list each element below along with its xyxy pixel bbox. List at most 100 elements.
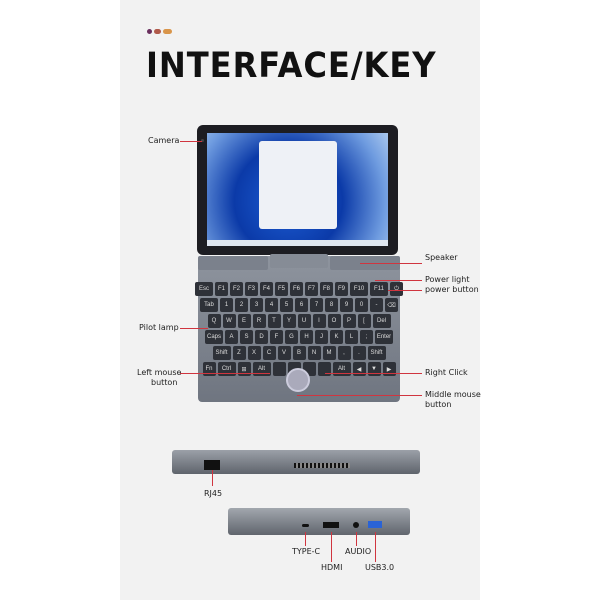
label-type-c: TYPE-C xyxy=(292,547,321,556)
vent xyxy=(294,463,350,468)
key: T xyxy=(267,314,281,328)
key: K xyxy=(330,330,343,344)
key: Z xyxy=(232,346,246,360)
key: Shift xyxy=(212,346,231,360)
laptop-screen xyxy=(197,125,398,255)
key: 0 xyxy=(355,298,368,312)
key: 8 xyxy=(325,298,338,312)
key: Y xyxy=(282,314,296,328)
key: H xyxy=(300,330,313,344)
speaker-left xyxy=(198,256,268,270)
key: - xyxy=(370,298,383,312)
hdmi-port xyxy=(323,522,339,528)
label-power-light: Power light xyxy=(425,275,470,284)
key: F3 xyxy=(245,282,258,296)
key: 5 xyxy=(280,298,293,312)
key: ⌫ xyxy=(385,298,398,312)
key: ⏻ xyxy=(390,282,403,296)
label-speaker: Speaker xyxy=(425,253,458,262)
key: Shift xyxy=(367,346,386,360)
key: F11 xyxy=(370,282,388,296)
key: F1 xyxy=(215,282,228,296)
label-middle-mouse: Middle mouse xyxy=(425,390,481,399)
key: F xyxy=(270,330,283,344)
key xyxy=(317,362,331,376)
key: C xyxy=(262,346,276,360)
label-hdmi: HDMI xyxy=(321,563,343,572)
key xyxy=(272,362,286,376)
label-left-mouse: Left mouse xyxy=(137,368,182,377)
key: M xyxy=(322,346,336,360)
key: Tab xyxy=(200,298,218,312)
key: 1 xyxy=(220,298,233,312)
key: F7 xyxy=(305,282,318,296)
key: Ctrl xyxy=(217,362,236,376)
key: Enter xyxy=(375,330,393,344)
label-audio: AUDIO xyxy=(345,547,372,556)
key: 3 xyxy=(250,298,263,312)
key: ▶ xyxy=(382,362,396,376)
key: ; xyxy=(360,330,373,344)
label-right-click: Right Click xyxy=(425,368,468,377)
key: U xyxy=(297,314,311,328)
key: L xyxy=(345,330,358,344)
key: F4 xyxy=(260,282,273,296)
key: N xyxy=(307,346,321,360)
camera-icon xyxy=(201,139,204,142)
key: F8 xyxy=(320,282,333,296)
key: 9 xyxy=(340,298,353,312)
label-pilot-lamp: Pilot lamp xyxy=(139,323,179,332)
key: Del xyxy=(372,314,391,328)
hinge xyxy=(270,254,328,268)
key: V xyxy=(277,346,291,360)
label-rj45: RJ45 xyxy=(204,489,223,498)
key: W xyxy=(222,314,236,328)
rj45-port xyxy=(204,460,220,470)
key: Esc xyxy=(195,282,213,296)
start-menu xyxy=(259,141,337,229)
key: B xyxy=(292,346,306,360)
key: A xyxy=(225,330,238,344)
key: 2 xyxy=(235,298,248,312)
key: Alt xyxy=(332,362,351,376)
label-usb: USB3.0 xyxy=(365,563,395,572)
label-left-mouse-2: button xyxy=(151,378,178,387)
key: X xyxy=(247,346,261,360)
key: F5 xyxy=(275,282,288,296)
key: [ xyxy=(357,314,371,328)
key: F9 xyxy=(335,282,348,296)
key: 7 xyxy=(310,298,323,312)
key: I xyxy=(312,314,326,328)
label-camera: Camera xyxy=(148,136,180,145)
key: Caps xyxy=(205,330,223,344)
key: S xyxy=(240,330,253,344)
accent-dot xyxy=(147,29,152,34)
accent-dot xyxy=(154,29,161,34)
key: F2 xyxy=(230,282,243,296)
desktop-wallpaper xyxy=(207,133,388,246)
taskbar xyxy=(207,240,388,246)
key: ⊞ xyxy=(237,362,251,376)
key: E xyxy=(237,314,251,328)
type-c-port xyxy=(302,524,309,527)
key: R xyxy=(252,314,266,328)
key: Fn xyxy=(202,362,216,376)
key: . xyxy=(352,346,366,360)
label-power-button: power button xyxy=(425,285,479,294)
key: , xyxy=(337,346,351,360)
side-view-left xyxy=(172,450,420,474)
key: ◀ xyxy=(352,362,366,376)
audio-port xyxy=(353,522,359,528)
key: P xyxy=(342,314,356,328)
key: ▼ xyxy=(367,362,381,376)
key: 6 xyxy=(295,298,308,312)
label-middle-mouse-2: button xyxy=(425,400,452,409)
key: 4 xyxy=(265,298,278,312)
page-title: INTERFACE/KEY xyxy=(146,46,437,86)
key: F6 xyxy=(290,282,303,296)
